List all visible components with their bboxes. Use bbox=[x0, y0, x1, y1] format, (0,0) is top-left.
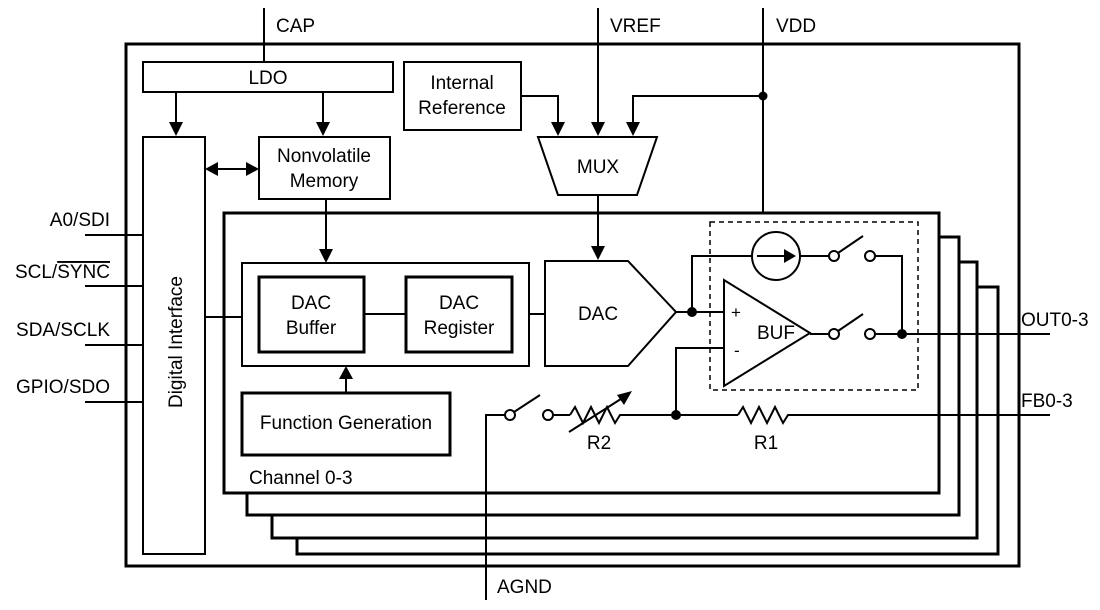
dac-buffer-label-1: DAC bbox=[291, 293, 331, 314]
buf-plus-label: + bbox=[731, 303, 741, 322]
dac-block bbox=[544, 260, 678, 367]
feedback-line bbox=[675, 347, 724, 415]
reference-to-mux-arrow bbox=[551, 122, 565, 136]
r2-variable-arrow-line bbox=[568, 396, 625, 433]
function-generation-label: Function Generation bbox=[260, 413, 432, 434]
ldo-label: LDO bbox=[248, 68, 287, 89]
dac-to-current-source-line bbox=[691, 255, 752, 312]
ldo-block bbox=[142, 61, 394, 93]
a0-sdi-pin-label: A0/SDI bbox=[50, 210, 110, 231]
agnd-switch-blade bbox=[513, 394, 541, 413]
dac-buffer-block bbox=[257, 275, 366, 354]
agnd-line bbox=[485, 414, 506, 600]
channel-label: Channel 0-3 bbox=[249, 468, 353, 489]
feedback-junction-dot bbox=[671, 410, 681, 420]
vdd-to-mux-arrow bbox=[626, 122, 640, 136]
dac-label: DAC bbox=[578, 304, 618, 325]
agnd-switch-terminal-a bbox=[504, 409, 516, 421]
sync-overbar-text: SYNC bbox=[57, 262, 110, 283]
nonvolatile-memory-label-1: Nonvolatile bbox=[277, 146, 371, 167]
digital-interface-label: Digital Interface bbox=[166, 276, 187, 408]
fb-pin-label: FB0-3 bbox=[1021, 391, 1073, 412]
nonvolatile-memory-block bbox=[258, 136, 391, 200]
function-generation-block bbox=[240, 391, 452, 457]
switch-top-to-output-line bbox=[875, 255, 903, 334]
internal-reference-label-2: Reference bbox=[418, 98, 506, 119]
out-pin-label: OUT0-3 bbox=[1021, 310, 1089, 331]
output-stage-region bbox=[709, 221, 919, 391]
fg-to-group-arrow bbox=[339, 366, 353, 379]
r1-resistor bbox=[737, 404, 792, 426]
cap-pin-label: CAP bbox=[276, 16, 315, 37]
vdd-to-mux-line bbox=[632, 95, 763, 124]
agnd-switch-terminal-b bbox=[542, 409, 554, 421]
scl-sync-pin-label: SCL/SYNC bbox=[15, 262, 110, 283]
vdd-junction-dot bbox=[758, 91, 768, 101]
switch-out-blade bbox=[837, 313, 864, 332]
sda-sclk-pin-label: SDA/SCLK bbox=[16, 320, 110, 341]
buf-minus-label: - bbox=[734, 341, 740, 360]
mux-to-dac-arrow bbox=[591, 246, 605, 260]
buf-label: BUF bbox=[757, 323, 795, 344]
dac-buffer-label-2: Buffer bbox=[286, 318, 337, 339]
agnd-pin-label: AGND bbox=[497, 577, 552, 598]
switch-top-terminal-b bbox=[864, 250, 876, 262]
dac-register-block bbox=[404, 275, 514, 354]
mux-label: MUX bbox=[577, 157, 620, 178]
digital-interface-block bbox=[142, 136, 206, 555]
output-junction-dot bbox=[897, 329, 907, 339]
r2-variable-arrowhead bbox=[617, 391, 632, 405]
switch-out-terminal-a bbox=[828, 328, 840, 340]
current-source-arrowhead bbox=[784, 249, 796, 263]
switch-top-blade bbox=[837, 235, 864, 254]
r2-label: R2 bbox=[587, 433, 611, 454]
switch-top-terminal-a bbox=[828, 250, 840, 262]
ldo-to-digital-arrow bbox=[169, 122, 183, 136]
dac-register-label-2: Register bbox=[424, 318, 495, 339]
buf-amplifier bbox=[723, 278, 812, 388]
memory-to-buffer-arrow bbox=[319, 249, 333, 263]
reference-to-mux-line bbox=[521, 95, 559, 124]
digital-memory-arrow-left bbox=[205, 162, 218, 176]
gpio-sdo-pin-label: GPIO/SDO bbox=[16, 377, 110, 398]
dac-register-label-1: DAC bbox=[439, 293, 479, 314]
ldo-to-memory-arrow bbox=[316, 122, 330, 136]
digital-memory-arrow-right bbox=[246, 162, 259, 176]
nonvolatile-memory-label-2: Memory bbox=[290, 171, 359, 192]
vref-pin-label: VREF bbox=[610, 16, 661, 37]
r1-label: R1 bbox=[754, 433, 778, 454]
r2-resistor bbox=[569, 404, 624, 426]
internal-reference-label-1: Internal bbox=[430, 73, 493, 94]
vdd-pin-label: VDD bbox=[776, 16, 816, 37]
vref-to-mux-arrow bbox=[591, 122, 605, 136]
mux-block bbox=[536, 136, 659, 196]
internal-reference-block bbox=[403, 61, 522, 131]
switch-out-terminal-b bbox=[864, 328, 876, 340]
